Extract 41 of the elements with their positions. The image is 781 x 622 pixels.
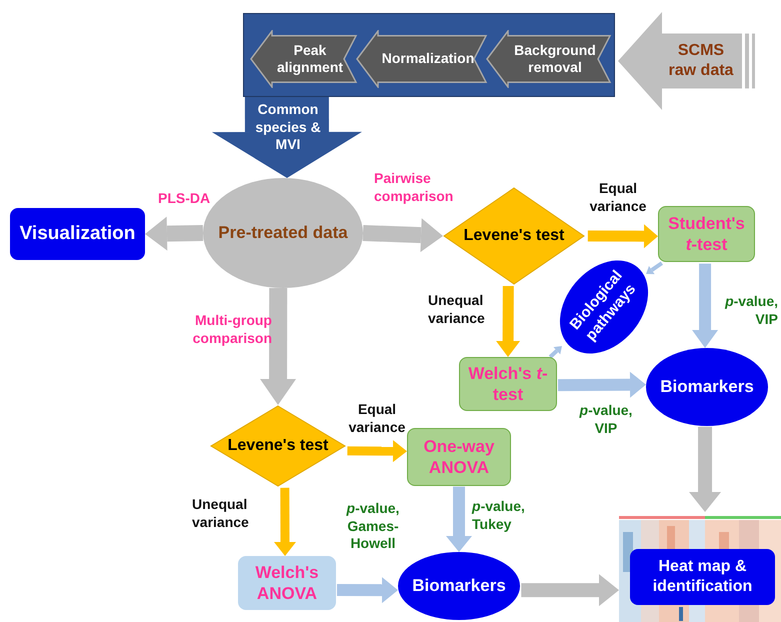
process-box: Student's t-test [658,206,755,262]
arrow [588,224,658,248]
chevron-step: Peak alignment [250,30,358,88]
chevron-step: Background removal [486,30,612,88]
arrow [521,574,619,606]
arrow [362,218,443,252]
process-box: Welch's ANOVA [238,556,336,610]
arrow [347,440,407,462]
edge-label: p-value, VIP [578,402,634,437]
edge-label: p-value, Games-Howell [345,500,400,552]
label-box: Heat map & identification [630,549,775,605]
block-arrow [212,96,362,178]
result-ellipse: Biomarkers [646,348,768,426]
edge-label: Unequal variance [192,496,250,531]
result-ellipse: Biomarkers [398,552,520,620]
process-band [243,13,615,97]
process-box: Welch's t-test [459,357,557,411]
edge-label: Equal variance [588,180,648,215]
arrow [336,577,398,604]
edge-label: Pairwise comparison [374,170,454,205]
edge-label: Common species & MVI [254,101,322,154]
arrow [646,261,664,274]
chevron-step: Normalization [356,30,488,88]
arrow [692,264,718,348]
arrow [689,426,722,512]
process-box: Visualization [10,208,145,260]
edge-label: Equal variance [348,401,406,436]
edge-label: PLS-DA [158,190,212,208]
decision-diamond: Levene's test [210,405,346,487]
arrow [446,486,472,552]
process-box: One-way ANOVA [407,428,511,486]
edge-label: p-value, Tukey [472,498,526,533]
arrow [496,286,520,357]
arrow [548,346,562,358]
arrow [260,288,296,405]
arrow [558,372,646,398]
edge-label: p-value, VIP [724,293,778,328]
arrow [274,488,296,556]
edge-label: Multi-group comparison [192,312,272,347]
edge-label: Unequal variance [428,292,486,327]
arrow [145,216,204,251]
